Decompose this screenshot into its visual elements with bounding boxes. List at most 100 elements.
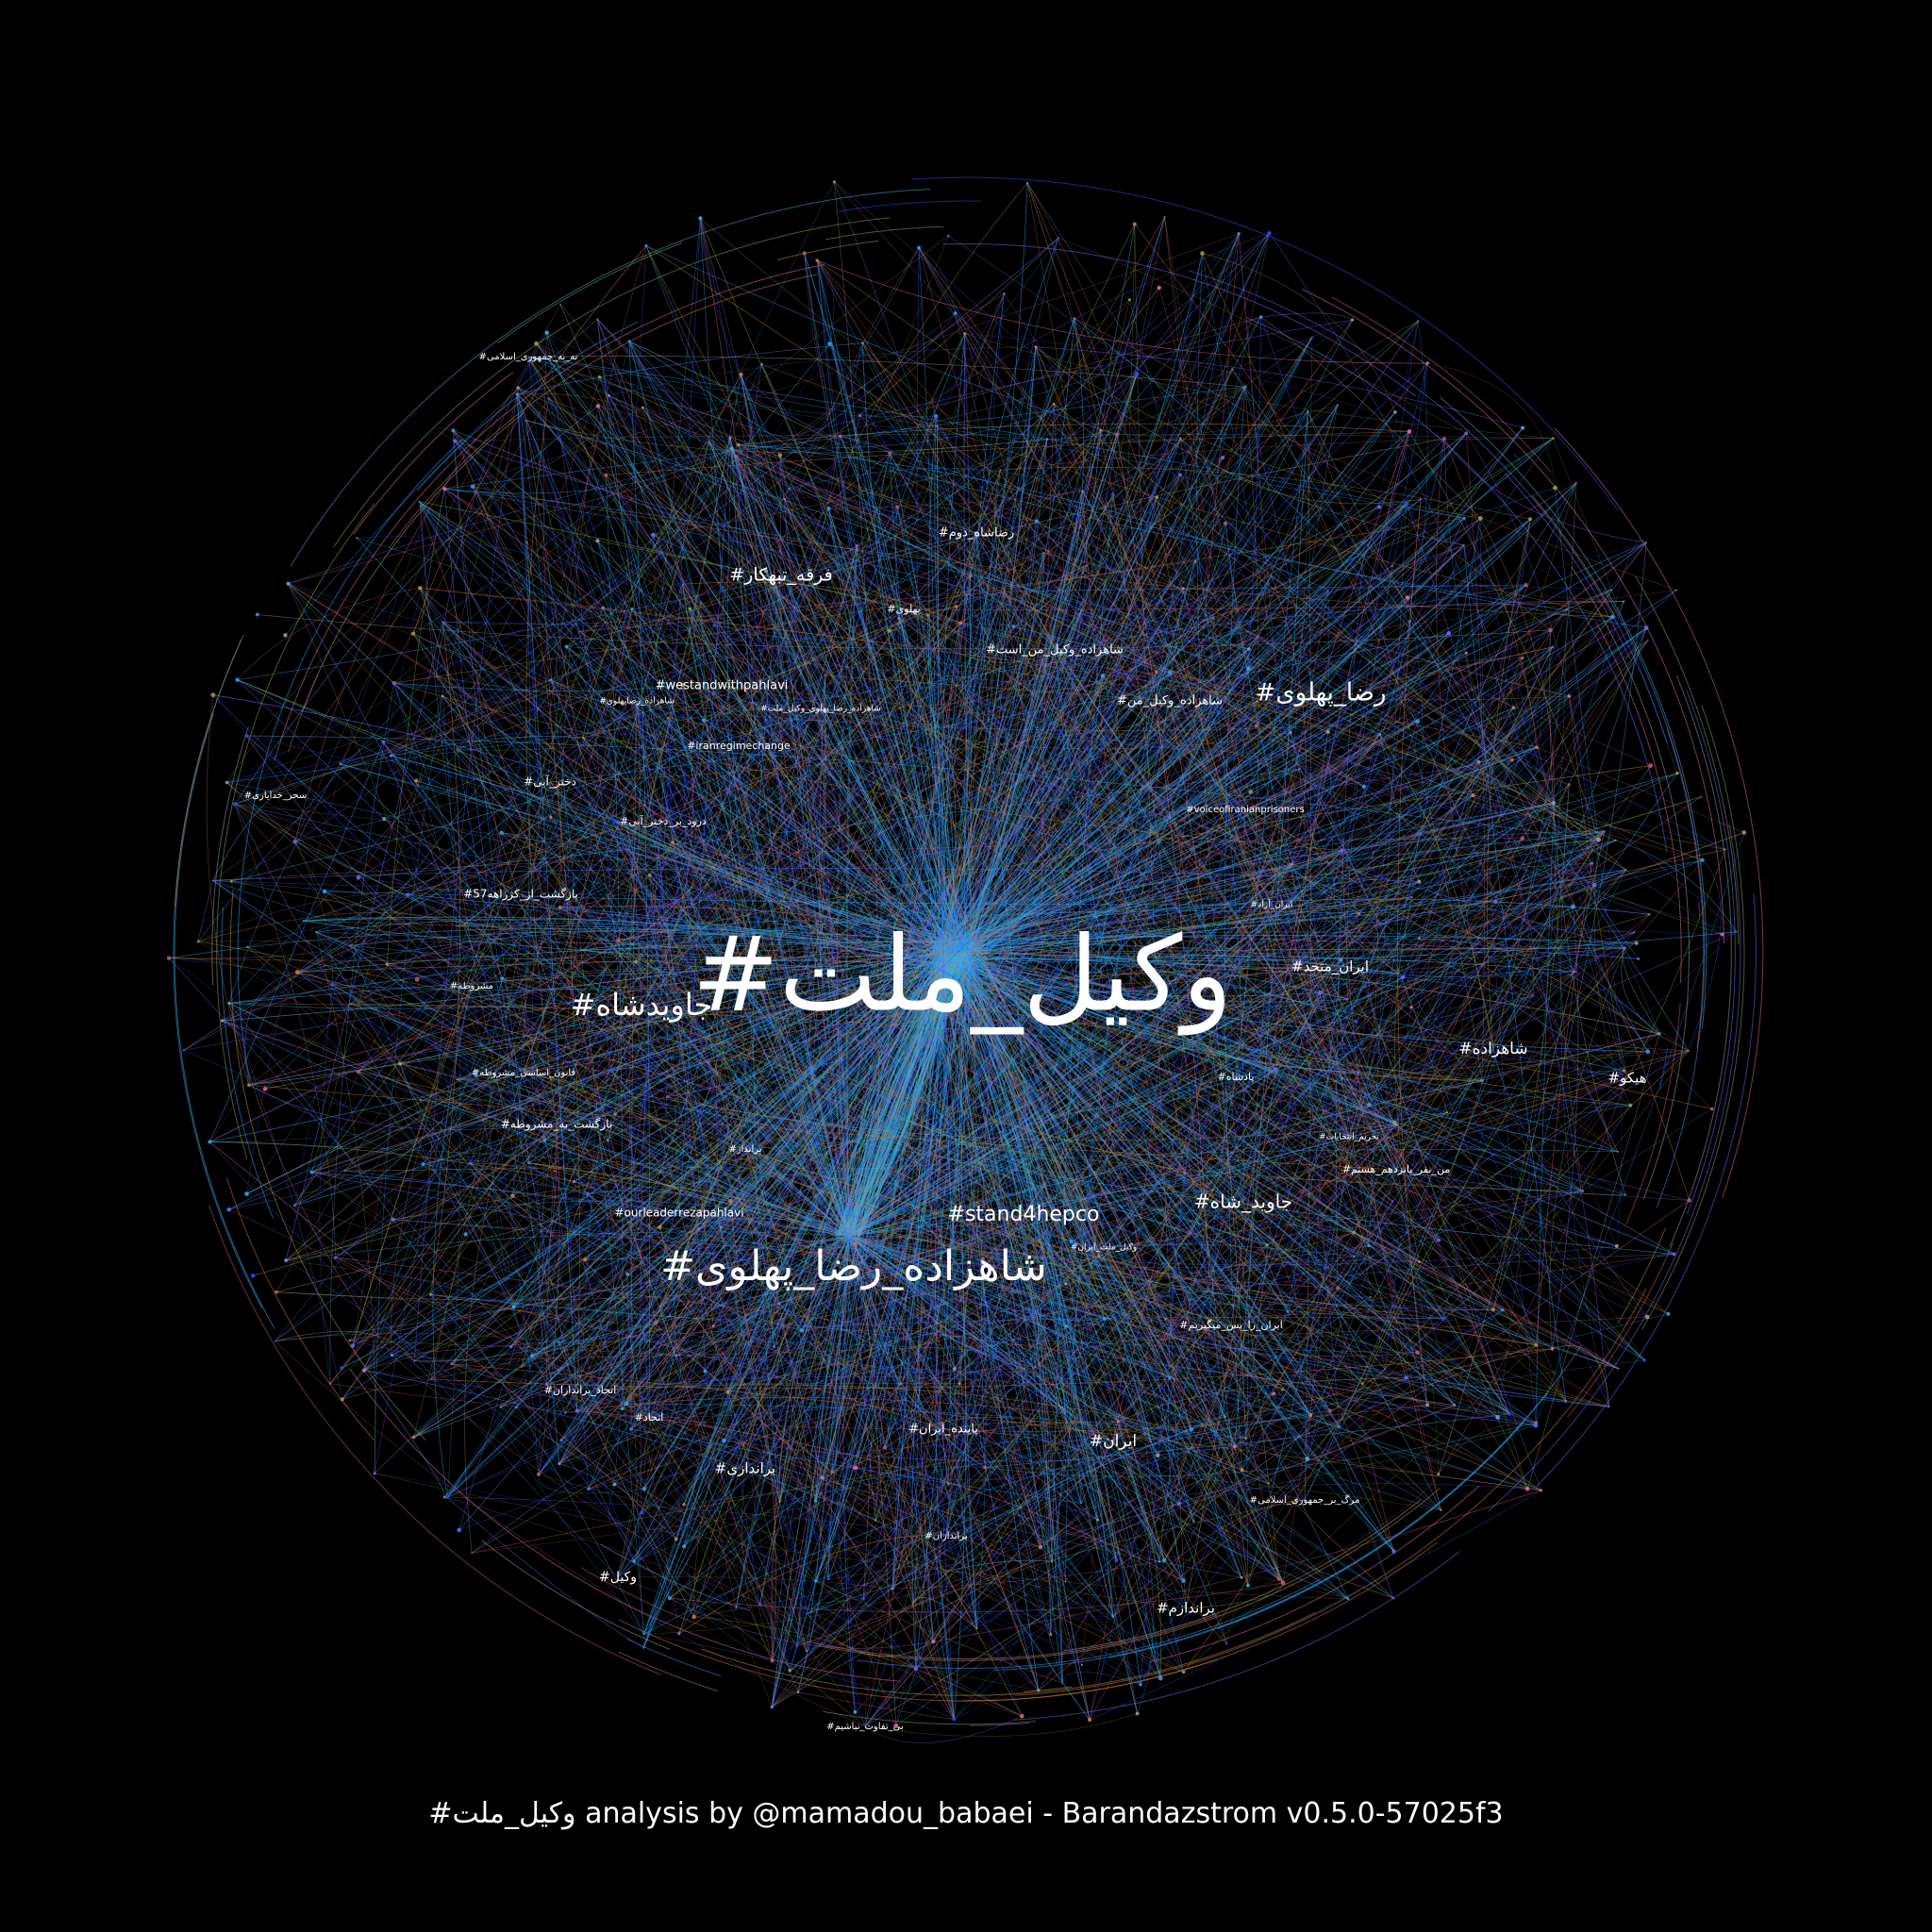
edge [1081,609,1399,974]
node [1567,783,1571,787]
edge [228,831,1605,1004]
edge [964,434,1118,958]
node [742,1318,746,1322]
edge [615,821,1350,1138]
edge [538,1474,1187,1609]
edge [536,342,945,960]
edge [626,1274,650,1419]
edge [1071,1241,1151,1441]
edge [536,342,1195,562]
edge [285,319,598,636]
edge [779,609,1082,1503]
edge [614,518,1481,1115]
edge [903,608,1498,1418]
edge [698,1228,1187,1609]
edge [720,1226,1566,1402]
edge [544,1140,856,1244]
node [1437,1238,1441,1242]
edge [329,1383,944,1430]
edge [226,782,1114,1442]
node [1182,1671,1186,1674]
edge [678,1535,947,1634]
edge [1419,938,1649,1052]
node [1200,251,1205,256]
edge [531,1356,1114,1617]
node-label: #رضاشاه_دوم [939,526,1014,541]
edge [731,448,1243,1471]
edge [1394,896,1420,1262]
edge [1522,658,1628,1079]
edge [470,364,762,1164]
node [1350,318,1355,322]
edge [546,332,1067,1326]
edge [500,1033,1660,1407]
edge [228,1003,941,1259]
node [1408,620,1411,623]
edge [708,441,1161,1679]
edge [857,545,1099,1521]
edge [1235,621,1410,1078]
edge [1492,784,1570,1310]
node [1273,1067,1278,1072]
edge [682,684,1625,949]
edge [596,947,948,1391]
node [235,677,240,682]
edge [942,995,1534,1430]
edge [898,299,1130,619]
node [1369,1296,1372,1298]
edge [1185,731,1329,1609]
edge [689,386,1245,609]
edge [982,695,1570,1260]
edge [349,1340,1160,1562]
node [607,393,610,397]
edge [912,1596,977,1629]
edge [603,608,1650,915]
edge [453,429,701,604]
edge [693,1616,1023,1717]
edge [618,1651,718,1692]
edge [246,608,633,1194]
edge [316,931,1394,1599]
edge [1103,1191,1583,1248]
edge [558,1070,1624,1465]
edge [640,584,683,1513]
edge [720,1080,1482,1228]
edge [628,341,1645,1360]
edge [829,343,1397,1171]
edge [1081,668,1249,1665]
edge [198,441,709,942]
node [596,318,599,321]
edge [675,976,1404,1357]
node [912,1601,914,1603]
edge [226,584,1526,783]
node [913,1666,918,1671]
edge [340,763,970,970]
edge [952,648,1250,965]
node [654,1320,658,1325]
node-label: #بازگشت_به_مشروطه [501,1118,612,1132]
edge [815,734,1380,1502]
node [861,341,864,344]
edge [357,537,1660,1035]
edge [489,978,514,1307]
node [667,716,669,719]
edge [387,963,1191,1235]
edge [1368,503,1407,1246]
node [373,1472,376,1475]
edge [1103,1191,1583,1248]
node-label: #درود_بر_دختر_آبی [620,814,707,827]
node [1248,790,1253,794]
edge [542,332,608,1141]
edge [965,944,1386,1370]
edge [520,893,1494,1310]
edge [744,1148,824,1259]
node [1647,639,1649,641]
edge [556,499,1422,1125]
edge [945,1421,1119,1537]
edge [848,1235,1114,1617]
edge [527,356,575,1182]
edge [928,416,968,960]
edge [444,427,1524,1498]
edge [528,1162,1232,1326]
edge [596,635,1259,1391]
